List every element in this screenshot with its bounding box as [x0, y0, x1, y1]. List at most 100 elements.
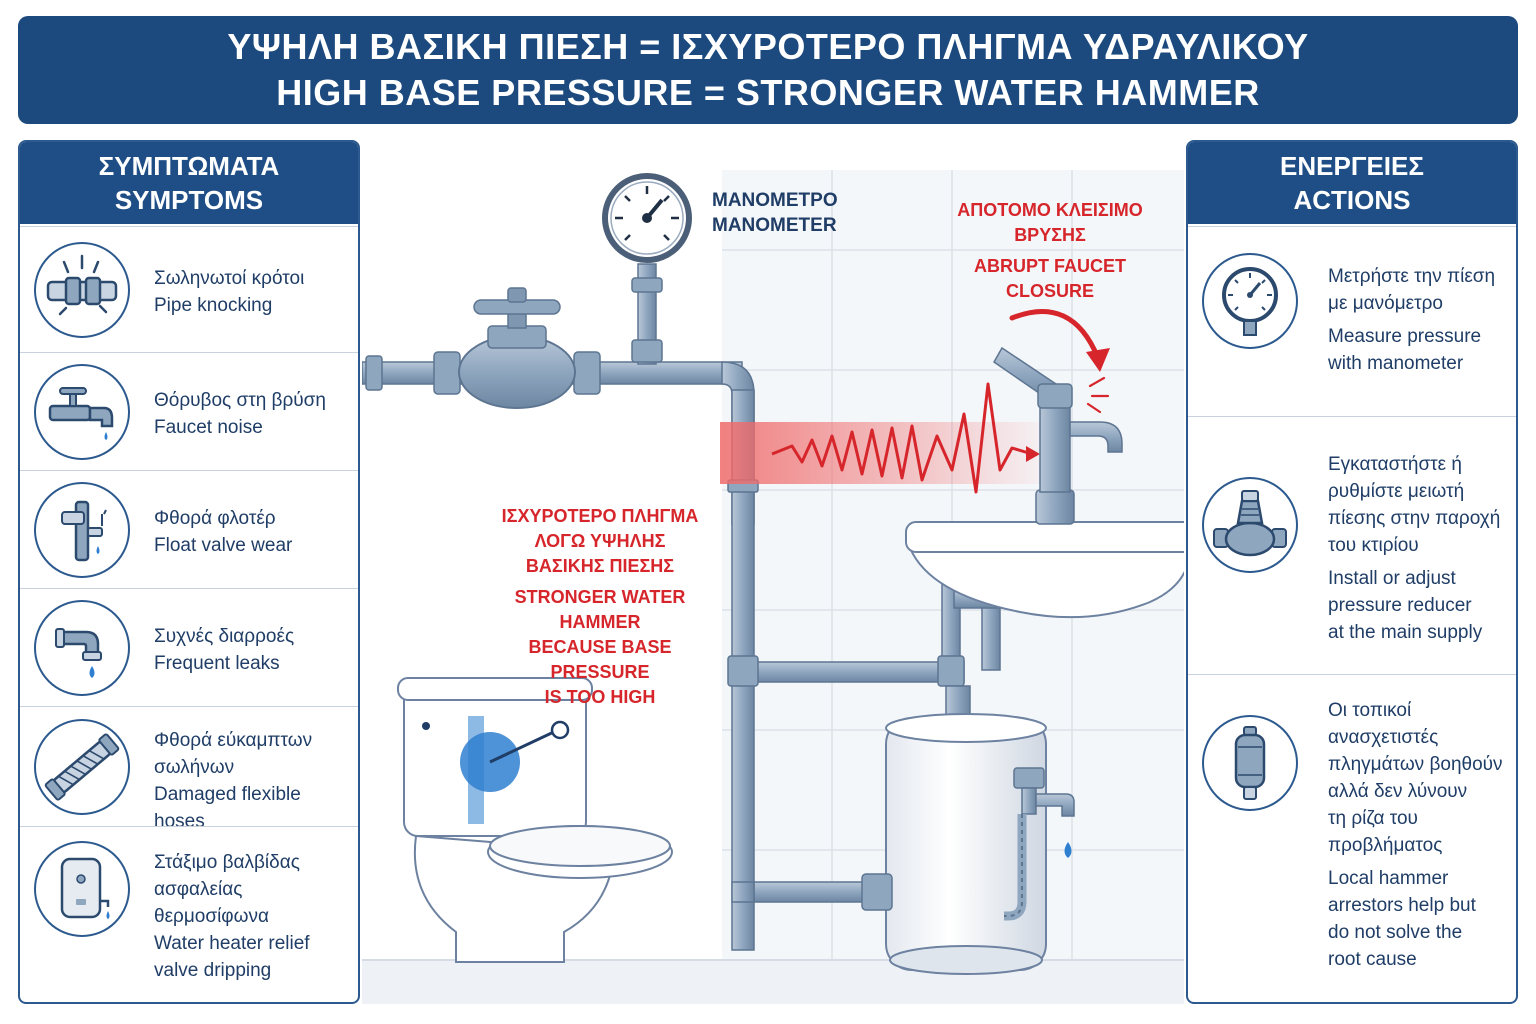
manometer-label: ΜΑΝΟΜΕΤΡΟ MANOMETER: [712, 188, 838, 238]
sink: [905, 521, 1197, 619]
plumbing-scene: ΜΑΝΟΜΕΤΡΟ MANOMETER ΑΠΟΤΟΜΟ ΚΛΕΙΣΙΜΟ ΒΡΥ…: [361, 140, 1197, 1004]
actions-header: ΕΝΕΡΓΕΙΕΣ ACTIONS: [1188, 142, 1516, 224]
hammer-arrestor-icon: [1202, 715, 1298, 811]
symptom-pipe-knocking: Σωληνωτοί κρότοι Pipe knocking: [20, 226, 358, 352]
symptom-english: Faucet noise: [154, 417, 263, 438]
action-text: Εγκαταστήστε ή ρυθμίστε μειωτή πίεσης στ…: [1328, 451, 1510, 646]
action-greek: του κτιρίου: [1328, 535, 1419, 556]
water-heater-icon: [34, 841, 130, 937]
action-text: Μετρήστε την πίεση με μανόμετρο Measure …: [1328, 263, 1510, 377]
symptoms-panel: ΣΥΜΠΤΩΜΑΤΑ SYMPTOMS Σωληνωτοί κρότοι Pip…: [18, 140, 360, 1004]
action-greek: ανασχετιστές: [1328, 727, 1439, 748]
action-greek: Οι τοπικοί: [1328, 700, 1412, 721]
action-english: Measure pressure: [1328, 326, 1482, 347]
hammer-label-english: STRONGER WATER HAMMER: [514, 587, 686, 632]
symptom-greek: σωλήνων: [154, 757, 235, 778]
closure-arrow: [1009, 308, 1110, 372]
action-english: arrestors help but: [1328, 895, 1476, 916]
symptoms-header: ΣΥΜΠΤΩΜΑΤΑ SYMPTOMS: [20, 142, 358, 224]
symptoms-header-greek: ΣΥΜΠΤΩΜΑΤΑ: [98, 151, 280, 181]
title-english: HIGH BASE PRESSURE = STRONGER WATER HAMM…: [276, 72, 1260, 113]
manometer-label-english: MANOMETER: [712, 215, 837, 236]
closure-label-greek: ΒΡΥΣΗΣ: [1014, 225, 1086, 245]
symptom-greek: Συχνές διαρροές: [154, 626, 295, 647]
symptom-text: Στάξιμο βαλβίδας ασφαλείας θερμοσίφωνα W…: [154, 849, 352, 984]
symptom-greek: Σωληνωτοί κρότοι: [154, 268, 305, 289]
action-install-reducer: Εγκαταστήστε ή ρυθμίστε μειωτή πίεσης στ…: [1188, 416, 1516, 674]
symptom-frequent-leaks: Συχνές διαρροές Frequent leaks: [20, 588, 358, 706]
symptom-text: Φθορά φλοτέρ Float valve wear: [154, 505, 352, 559]
water-hammer-shockwave: [720, 382, 1060, 494]
symptom-damaged-hoses: Φθορά εύκαμπτων σωλήνων Damaged flexible…: [20, 706, 358, 832]
symptom-english: Water heater relief: [154, 933, 310, 954]
closure-label-english: CLOSURE: [1005, 281, 1094, 301]
action-english: do not solve the: [1328, 922, 1463, 943]
symptom-greek: Θόρυβος στη βρύση: [154, 390, 326, 411]
symptom-faucet-noise: Θόρυβος στη βρύση Faucet noise: [20, 352, 358, 470]
symptom-english: Pipe knocking: [154, 295, 273, 316]
manometer-label-greek: ΜΑΝΟΜΕΤΡΟ: [712, 190, 838, 211]
action-english: pressure reducer: [1328, 595, 1472, 616]
action-english: root cause: [1328, 949, 1417, 970]
actions-header-greek: ΕΝΕΡΓΕΙΕΣ: [1280, 151, 1424, 181]
faucet-icon: [34, 364, 130, 460]
actions-header-english: ACTIONS: [1293, 185, 1411, 215]
title-banner: ΥΨΗΛΗ ΒΑΣΙΚΗ ΠΙΕΣΗ = ΙΣΧΥΡΟΤΕΡΟ ΠΛΗΓΜΑ Υ…: [18, 16, 1518, 124]
faucet: [993, 346, 1123, 525]
action-greek: προβλήματος: [1328, 835, 1443, 856]
symptoms-header-english: SYMPTOMS: [114, 185, 264, 215]
action-greek: πίεσης στην παροχή: [1328, 508, 1501, 529]
symptom-text: Φθορά εύκαμπτων σωλήνων Damaged flexible…: [154, 727, 352, 835]
action-greek: τη ρίζα του: [1328, 808, 1418, 829]
symptom-greek: Φθορά φλοτέρ: [154, 508, 276, 529]
leak-icon: [34, 600, 130, 696]
stronger-hammer-label: ΙΣΧΥΡΟΤΕΡΟ ΠΛΗΓΜΑ ΛΟΓΩ ΥΨΗΛΗΣ ΒΑΣΙΚΗΣ ΠΙ…: [480, 504, 720, 710]
symptom-greek: Φθορά εύκαμπτων: [154, 730, 313, 751]
action-greek: πληγμάτων βοηθούν: [1328, 754, 1503, 775]
action-greek: αλλά δεν λύνουν: [1328, 781, 1468, 802]
floor: [362, 960, 1184, 1004]
hammer-label-greek: ΛΟΓΩ ΥΨΗΛΗΣ: [534, 531, 666, 551]
action-greek: Μετρήστε την πίεση: [1328, 266, 1496, 287]
toilet: [397, 677, 673, 963]
action-english: with manometer: [1328, 353, 1464, 374]
relief-valve: [1004, 767, 1075, 921]
hammer-label-english: IS TOO HIGH: [544, 687, 656, 707]
symptom-english: Frequent leaks: [154, 653, 280, 674]
action-greek: ρυθμίστε μειωτή: [1328, 481, 1465, 502]
symptom-text: Θόρυβος στη βρύση Faucet noise: [154, 387, 352, 441]
plumbing-illustration: [361, 170, 1197, 1004]
abrupt-closure-label: ΑΠΟΤΟΜΟ ΚΛΕΙΣΙΜΟ ΒΡΥΣΗΣ ABRUPT FAUCET CL…: [940, 198, 1160, 304]
action-hammer-arrestors: Οι τοπικοί ανασχετιστές πληγμάτων βοηθού…: [1188, 674, 1516, 1002]
action-greek: με μανόμετρο: [1328, 293, 1443, 314]
symptom-float-valve-wear: Φθορά φλοτέρ Float valve wear: [20, 470, 358, 588]
main-shutoff-valve: [433, 287, 601, 409]
symptom-greek: Στάξιμο βαλβίδας: [154, 852, 300, 873]
pressure-reducer-icon: [1202, 477, 1298, 573]
float-valve-icon: [34, 482, 130, 578]
closure-label-greek: ΑΠΟΤΟΜΟ ΚΛΕΙΣΙΜΟ: [957, 200, 1143, 220]
hammer-label-english: BECAUSE BASE PRESSURE: [528, 637, 672, 682]
closure-label-english: ABRUPT FAUCET: [974, 256, 1126, 276]
action-measure-pressure: Μετρήστε την πίεση με μανόμετρο Measure …: [1188, 226, 1516, 416]
title-greek: ΥΨΗΛΗ ΒΑΣΙΚΗ ΠΙΕΣΗ = ΙΣΧΥΡΟΤΕΡΟ ΠΛΗΓΜΑ Υ…: [227, 26, 1309, 67]
float-mechanism: [422, 716, 570, 824]
symptom-english: Float valve wear: [154, 535, 293, 556]
pipe-knock-icon: [34, 242, 130, 338]
symptom-relief-valve-dripping: Στάξιμο βαλβίδας ασφαλείας θερμοσίφωνα W…: [20, 826, 358, 1002]
action-text: Οι τοπικοί ανασχετιστές πληγμάτων βοηθού…: [1328, 697, 1510, 973]
manometer-assembly: [602, 173, 692, 365]
manometer-icon: [1202, 253, 1298, 349]
actions-panel: ΕΝΕΡΓΕΙΕΣ ACTIONS Μετρήστε την πίεση με …: [1186, 140, 1518, 1004]
symptom-text: Συχνές διαρροές Frequent leaks: [154, 623, 352, 677]
action-greek: Εγκαταστήστε ή: [1328, 454, 1462, 475]
symptom-text: Σωληνωτοί κρότοι Pipe knocking: [154, 265, 352, 319]
action-english: Install or adjust: [1328, 568, 1456, 589]
hammer-label-greek: ΒΑΣΙΚΗΣ ΠΙΕΣΗΣ: [525, 556, 675, 576]
symptom-english: valve dripping: [154, 960, 272, 981]
hammer-label-greek: ΙΣΧΥΡΟΤΕΡΟ ΠΛΗΓΜΑ: [501, 506, 699, 526]
symptom-greek: ασφαλείας θερμοσίφωνα: [154, 879, 269, 927]
flex-hose-icon: [34, 719, 130, 815]
action-english: Local hammer: [1328, 868, 1449, 889]
action-english: at the main supply: [1328, 622, 1483, 643]
